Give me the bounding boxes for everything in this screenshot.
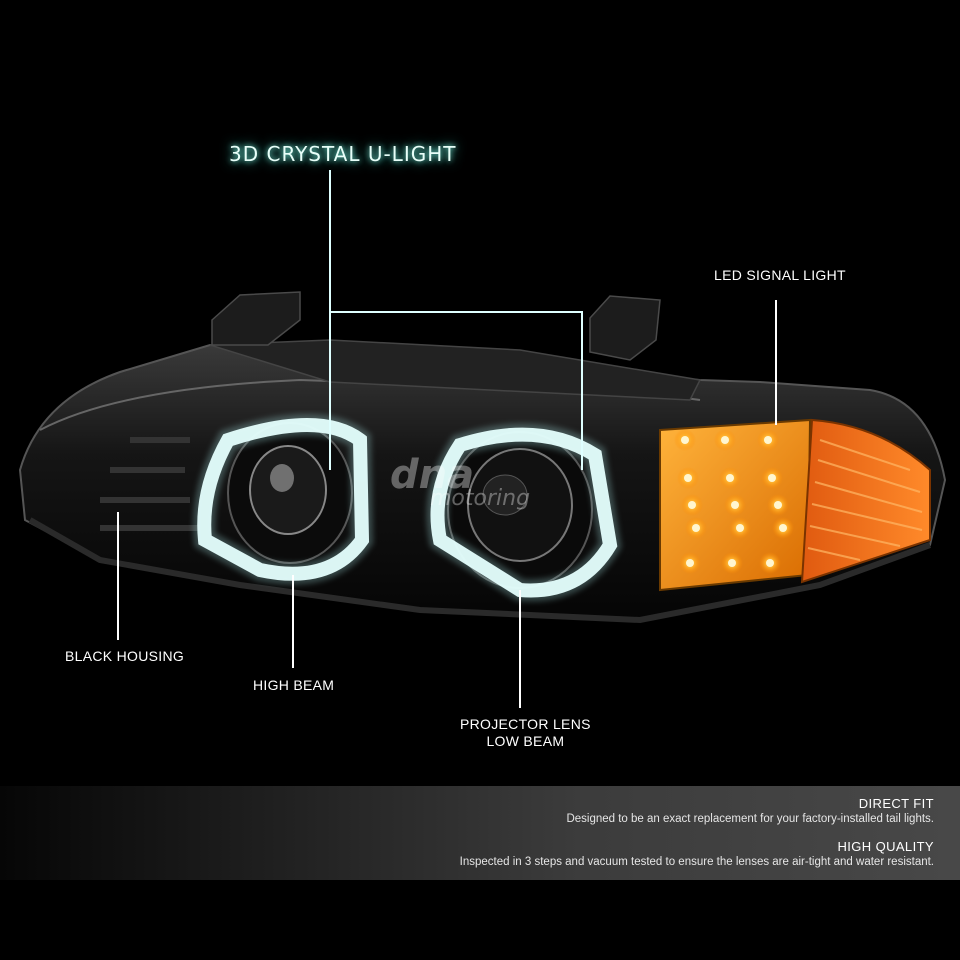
led-core: [684, 474, 692, 482]
high-beam-projector: [193, 414, 374, 585]
led-core: [736, 524, 744, 532]
led-core: [764, 436, 772, 444]
led-core: [721, 436, 729, 444]
led-core: [779, 524, 787, 532]
label-high-beam: HIGH BEAM: [253, 677, 335, 693]
led-signal-light: [659, 418, 931, 592]
watermark: dna motoring: [390, 452, 530, 511]
led-core: [686, 559, 694, 567]
led-core: [681, 436, 689, 444]
label-projector-line1: PROJECTOR LENS: [460, 716, 591, 732]
svg-text:dna: dna: [390, 452, 474, 498]
feature-headline: 3D CRYSTAL U-LIGHT: [229, 142, 457, 166]
label-led-signal-light: LED SIGNAL LIGHT: [714, 267, 846, 283]
feature-title-high-quality: HIGH QUALITY: [837, 839, 934, 854]
label-projector-line2: LOW BEAM: [486, 733, 565, 749]
bottom-black-band: [0, 880, 960, 960]
svg-text:motoring: motoring: [430, 486, 530, 511]
feature-banner: DIRECT FIT Designed to be an exact repla…: [0, 786, 960, 880]
led-core: [766, 559, 774, 567]
label-black-housing: BLACK HOUSING: [65, 648, 185, 664]
label-projector-lens: PROJECTOR LENS LOW BEAM: [460, 716, 591, 750]
led-core: [768, 474, 776, 482]
led-core: [688, 501, 696, 509]
led-core: [774, 501, 782, 509]
led-core: [731, 501, 739, 509]
callout-lines: [117, 170, 777, 708]
feature-title-direct-fit: DIRECT FIT: [858, 796, 934, 811]
led-core: [728, 559, 736, 567]
led-core: [692, 524, 700, 532]
projector-lens-low-beam: [426, 423, 622, 602]
feature-text-direct-fit: Designed to be an exact replacement for …: [566, 813, 934, 825]
led-core: [726, 474, 734, 482]
feature-text-high-quality: Inspected in 3 steps and vacuum tested t…: [459, 856, 934, 868]
